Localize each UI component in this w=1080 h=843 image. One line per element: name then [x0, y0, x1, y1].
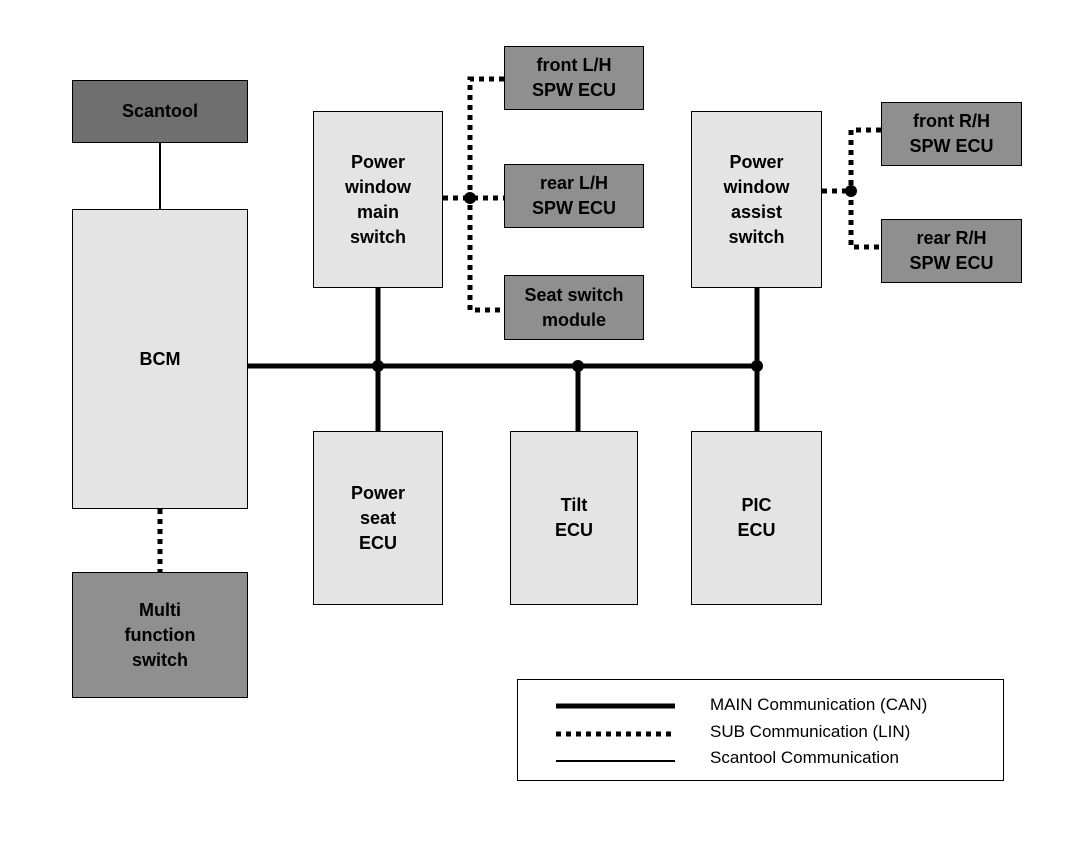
legend-scantool-label: Scantool Communication	[710, 748, 899, 767]
lin-right-bus	[848, 127, 881, 250]
lin-right-junction	[845, 185, 857, 197]
scantool-box: Scantool	[72, 80, 248, 143]
legend-swatches	[556, 703, 675, 762]
seat-switch-module-box: Seat switch module	[504, 275, 644, 340]
can-junction-2	[572, 360, 584, 372]
rear-rh-spw-ecu-box: rear R/H SPW ECU	[881, 219, 1022, 283]
pic-ecu-box: PIC ECU	[691, 431, 822, 605]
power-seat-ecu-box: Power seat ECU	[313, 431, 443, 605]
power-window-assist-switch-box: Power window assist switch	[691, 111, 822, 288]
legend-lin-label: SUB Communication (LIN)	[710, 722, 911, 741]
lin-left-junction	[464, 192, 476, 204]
can-junction-3	[751, 360, 763, 372]
legend: MAIN Communication (CAN) SUB Communicati…	[517, 679, 1004, 781]
lin-left-bus	[467, 76, 504, 313]
can-junction-1	[372, 360, 384, 372]
multi-function-switch-box: Multi function switch	[72, 572, 248, 698]
front-lh-spw-ecu-box: front L/H SPW ECU	[504, 46, 644, 110]
bcm-box: BCM	[72, 209, 248, 509]
rear-lh-spw-ecu-box: rear L/H SPW ECU	[504, 164, 644, 228]
power-window-main-switch-box: Power window main switch	[313, 111, 443, 288]
front-rh-spw-ecu-box: front R/H SPW ECU	[881, 102, 1022, 166]
legend-can-label: MAIN Communication (CAN)	[710, 695, 928, 714]
tilt-ecu-box: Tilt ECU	[510, 431, 638, 605]
